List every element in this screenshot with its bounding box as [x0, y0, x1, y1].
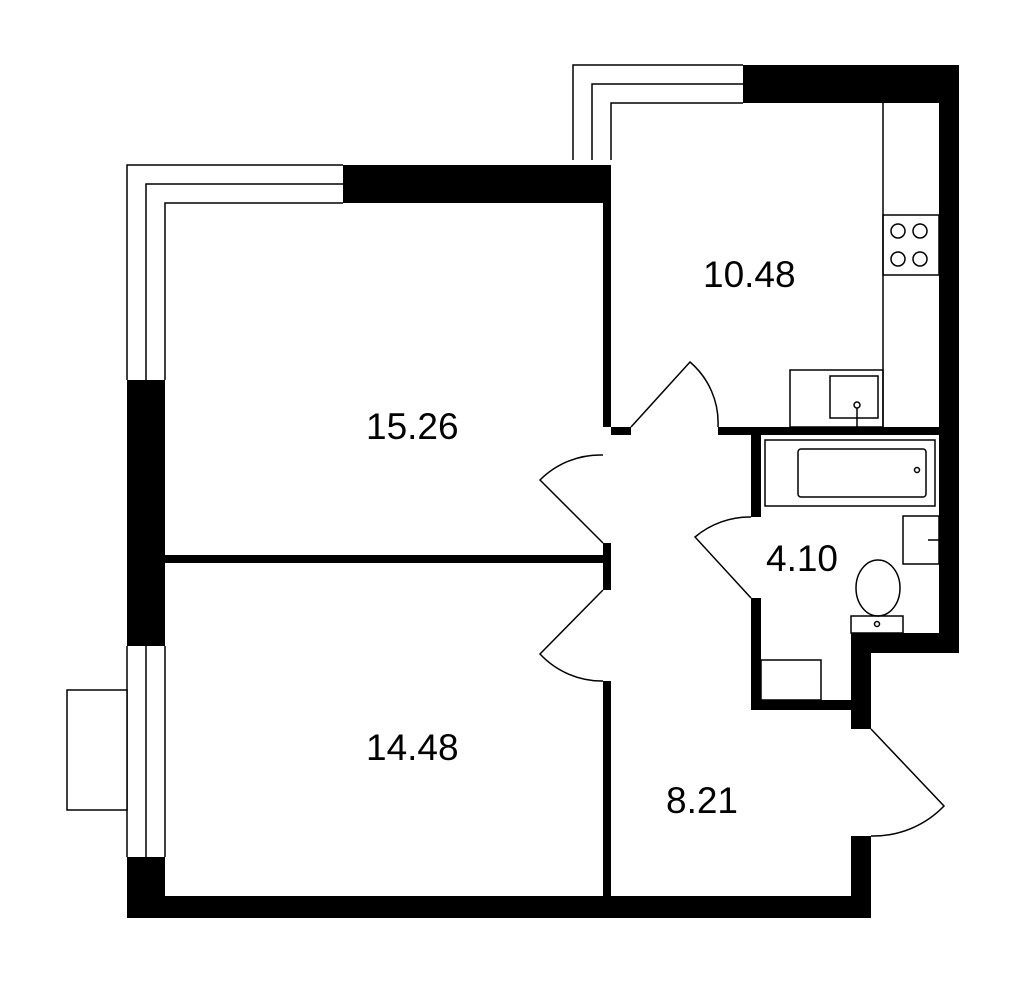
room-area-bathroom: 4.10 — [766, 538, 839, 579]
sink-icon — [829, 375, 879, 419]
wall-bath-left-bottom — [751, 598, 761, 710]
wall-kitchen-bottom-right — [718, 427, 959, 435]
door-swing-icon — [538, 360, 946, 837]
wall-bed1-hall — [603, 543, 611, 590]
room-area-bedroom-2: 14.48 — [366, 727, 459, 768]
wall-kitchen-bottom — [611, 427, 631, 435]
wall-top-kitchen — [743, 65, 959, 103]
interior-walls — [165, 165, 959, 896]
room-area-hallway: 8.21 — [666, 780, 739, 821]
wall-bed1-kitchen — [603, 165, 611, 427]
wall-bottom — [127, 896, 871, 918]
wall-bath-bottom — [751, 700, 871, 710]
wall-bed2-hall — [603, 681, 611, 896]
kitchen-fixtures — [789, 103, 940, 428]
toilet-icon — [855, 559, 901, 617]
bathroom-fixtures — [760, 439, 940, 701]
counter-icon — [789, 369, 884, 428]
bathtub-icon — [764, 439, 936, 507]
wall-left-bottom — [127, 857, 165, 918]
room-area-kitchen: 10.48 — [703, 254, 796, 295]
wall-bath-left-top — [751, 435, 761, 517]
wall-step-vertical — [851, 633, 871, 729]
room-area-bedroom-1: 15.26 — [366, 406, 459, 447]
wall-top-bedroom — [343, 165, 611, 203]
wall-bath-step — [851, 633, 959, 653]
wall-between-bedrooms — [165, 555, 611, 563]
wall-right — [939, 65, 959, 653]
stove-icon — [882, 214, 940, 276]
balcony-icon — [66, 689, 128, 811]
exterior-walls — [127, 65, 959, 918]
wall-left-mid — [127, 380, 165, 646]
washing-machine-icon — [760, 659, 822, 701]
